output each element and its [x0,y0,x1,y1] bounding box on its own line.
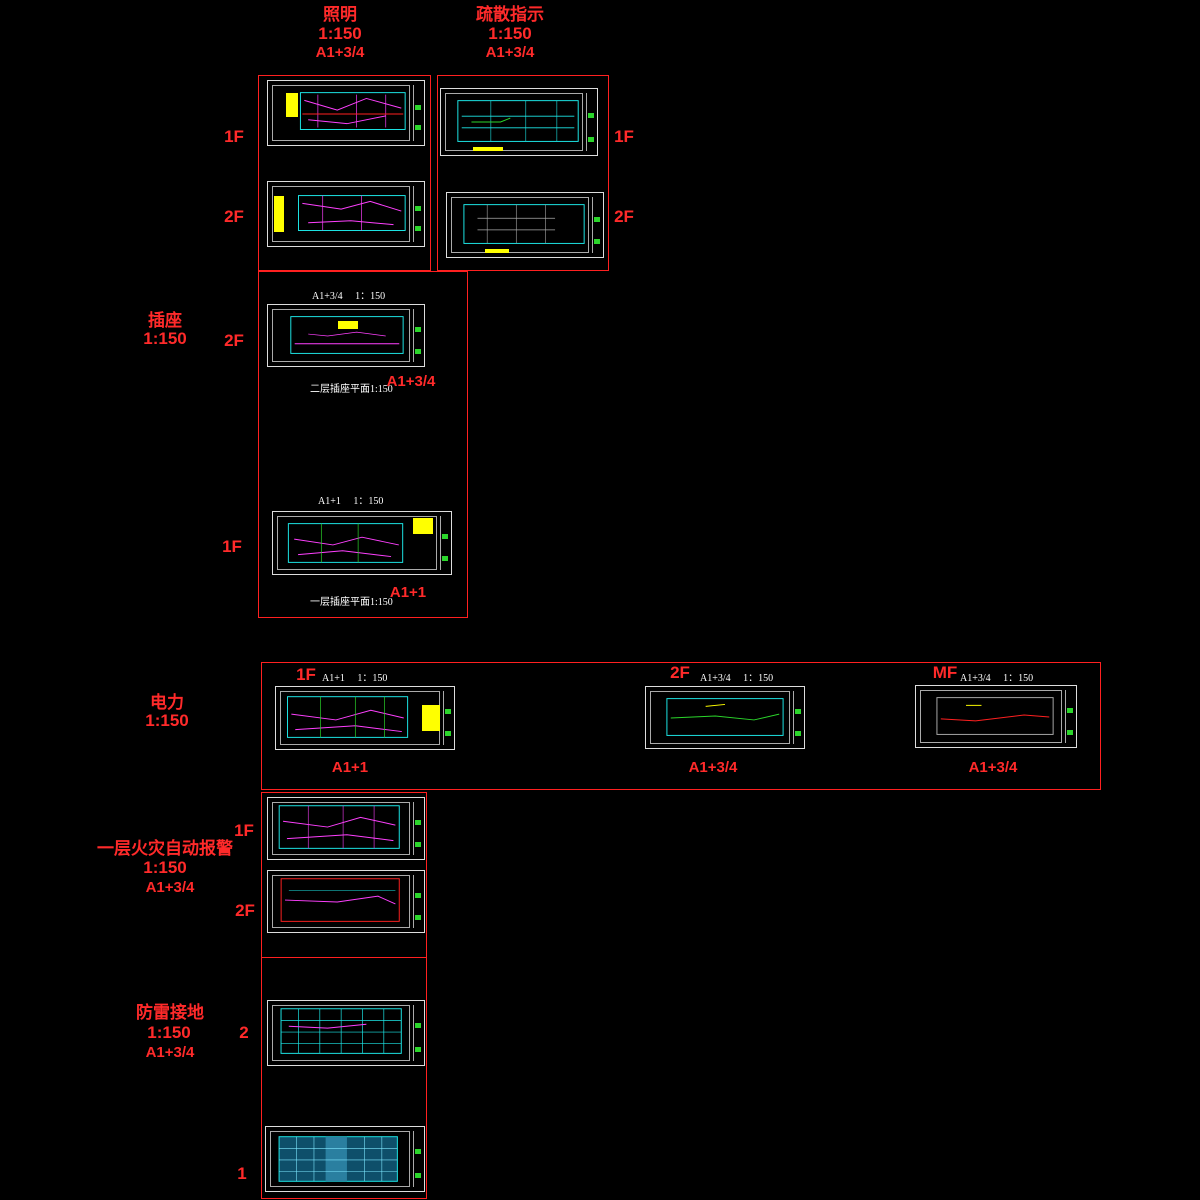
evac-scale: 1:150 [488,24,532,43]
socket-2f-size: A1+3/4 [386,373,436,390]
lightning-2-sheet[interactable] [267,1000,425,1066]
power-mf-plan [936,697,1054,735]
lighting-frame [258,75,431,271]
power-1f-sheet[interactable] [275,686,455,750]
power-mf-size: A1+3/4 [968,759,1018,776]
fire-floor-2f-label: 2F [235,901,255,920]
lightning-title: 防雷接地 [136,1003,204,1022]
fire-size: A1+3/4 [145,879,195,896]
evac-title: 疏散指示 [476,5,544,24]
power-mf-sheet[interactable] [915,685,1077,748]
socket-2f-sheet[interactable] [267,304,425,367]
socket-1f-caption: 一层插座平面1:150 [310,597,393,608]
power-2f-plan [666,698,784,736]
socket-1f-plan [287,523,404,563]
evac-floor-1f-label: 1F [614,127,634,146]
evac-2f-sheet[interactable] [446,192,604,258]
fire-2f-sheet[interactable] [267,870,425,933]
lightning-1-plan [278,1136,398,1182]
socket-2f-plan [290,316,404,354]
socket-2f-caption: 二层插座平面1:150 [310,384,393,395]
lightning-size: A1+3/4 [145,1044,195,1061]
lighting-floor-1f-label: 1F [224,127,244,146]
evac-1f-sheet[interactable] [440,88,598,156]
socket-floor-2f-label: 2F [224,331,244,350]
socket-1f-sheet[interactable] [272,511,452,575]
power-1f-header: A1+1 1：150 [322,673,388,684]
evac-1f-plan [457,100,579,142]
socket-floor-1f-label: 1F [222,537,242,556]
lighting-title: 照明 [323,5,357,24]
power-2f-sheet[interactable] [645,686,805,749]
evac-2f-plan [463,204,585,244]
socket-title: 插座 [148,311,182,330]
lighting-2f-plan [298,195,406,231]
fire-floor-1f-label: 1F [234,821,254,840]
socket-2f-header: A1+3/4 1：150 [312,291,386,302]
evac-frame [437,75,609,271]
fire-2f-plan [280,878,400,922]
lighting-floor-2f-label: 2F [224,207,244,226]
fire-title: 一层火灾自动报警 [97,839,233,858]
lighting-2f-sheet[interactable] [267,181,425,247]
lightning-1-sheet[interactable] [265,1126,425,1192]
power-mf-label: MF [932,663,958,682]
lightning-scale: 1:150 [147,1023,191,1042]
lighting-size: A1+3/4 [315,44,365,61]
power-1f-label: 1F [296,665,316,684]
power-1f-size: A1+1 [331,759,369,776]
power-mf-header: A1+3/4 1：150 [960,673,1034,684]
lightning-floor-1-label: 1 [237,1164,247,1183]
power-1f-plan [287,696,409,738]
socket-frame [258,271,468,618]
evac-floor-2f-label: 2F [614,207,634,226]
lighting-1f-sheet[interactable] [267,80,425,146]
lighting-scale: 1:150 [318,24,362,43]
fire-1f-sheet[interactable] [267,797,425,860]
fire-scale: 1:150 [143,858,187,877]
power-title: 电力 [150,693,184,712]
lighting-1f-plan [299,92,406,130]
power-2f-size: A1+3/4 [688,759,738,776]
socket-scale: 1:150 [143,329,187,348]
lightning-2-plan [280,1008,402,1054]
evac-size: A1+3/4 [485,44,535,61]
socket-1f-size: A1+1 [389,584,427,601]
lightning-frame [261,957,427,1199]
power-2f-label: 2F [670,663,690,682]
power-2f-header: A1+3/4 1：150 [700,673,774,684]
fire-1f-plan [278,805,400,849]
power-frame [261,662,1101,790]
power-scale: 1:150 [145,711,189,730]
lightning-floor-2-label: 2 [239,1023,249,1042]
socket-1f-header: A1+1 1：150 [318,496,384,507]
